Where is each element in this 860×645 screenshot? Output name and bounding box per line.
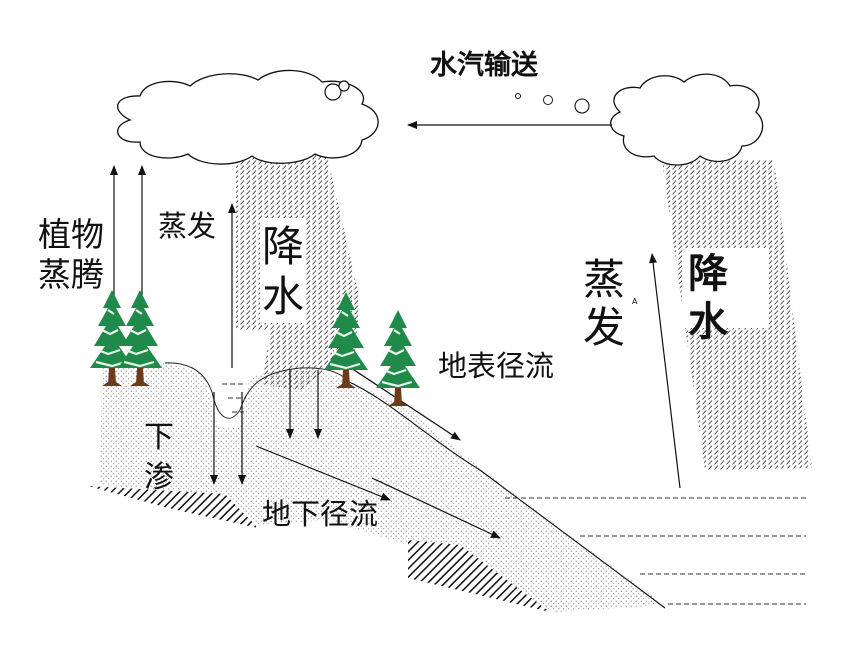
label-precipitation-land-line2: 水 (262, 272, 305, 321)
label-infiltration-line2: 渗 (144, 460, 174, 495)
land-soil (100, 359, 665, 612)
vapor-bubble (543, 95, 553, 105)
precipitation-label-bg-sea (683, 248, 769, 328)
label-precipitation-land-line1: 降 (262, 222, 305, 271)
groundwater-runoff-arrow (371, 477, 501, 539)
label-plant-transpiration-line2: 蒸腾 (38, 255, 104, 294)
label-plant-transpiration-line1: 植物 (38, 215, 104, 254)
label-small-mark: A (632, 297, 638, 306)
label-evaporation-land: 蒸发 (158, 209, 217, 243)
vapor-bubble (515, 93, 521, 99)
label-groundwater-runoff: 地下径流 (262, 497, 379, 531)
label-plant-transpiration: 植物 蒸腾 (38, 215, 118, 295)
rock-layer-right (408, 540, 550, 612)
cloud-sea (610, 73, 764, 166)
groundwater-runoff-arrow (255, 445, 391, 501)
precipitation-label-bg-land (260, 218, 306, 323)
label-infiltration: 下 渗 (144, 418, 184, 498)
label-vapor-transport: 水汽输送 (430, 50, 538, 81)
cloud-bubble (324, 83, 342, 101)
land-surface-line (164, 362, 346, 419)
label-precipitation-land: 降 水 (262, 222, 310, 322)
cloud-land (117, 69, 379, 165)
label-evaporation-sea-line2: 发 (583, 303, 626, 352)
label-evaporation-sea-line1: 蒸 (583, 255, 626, 304)
evaporation-sea-arrow (649, 253, 681, 489)
label-evaporation-sea: 蒸 发 (583, 256, 631, 352)
label-surface-runoff: 地表径流 (438, 349, 555, 383)
vapor-bubble (574, 98, 590, 114)
rock-layer-left (88, 486, 258, 528)
label-infiltration-line1: 下 (144, 420, 174, 455)
label-precipitation-sea-line2: 水 (688, 299, 728, 345)
label-precipitation-sea: 降 水 (688, 250, 736, 346)
tree-icon (374, 308, 422, 408)
label-precipitation-sea-line1: 降 (688, 251, 728, 297)
coastline-slope (344, 379, 666, 609)
cloud-bubble (338, 80, 350, 92)
